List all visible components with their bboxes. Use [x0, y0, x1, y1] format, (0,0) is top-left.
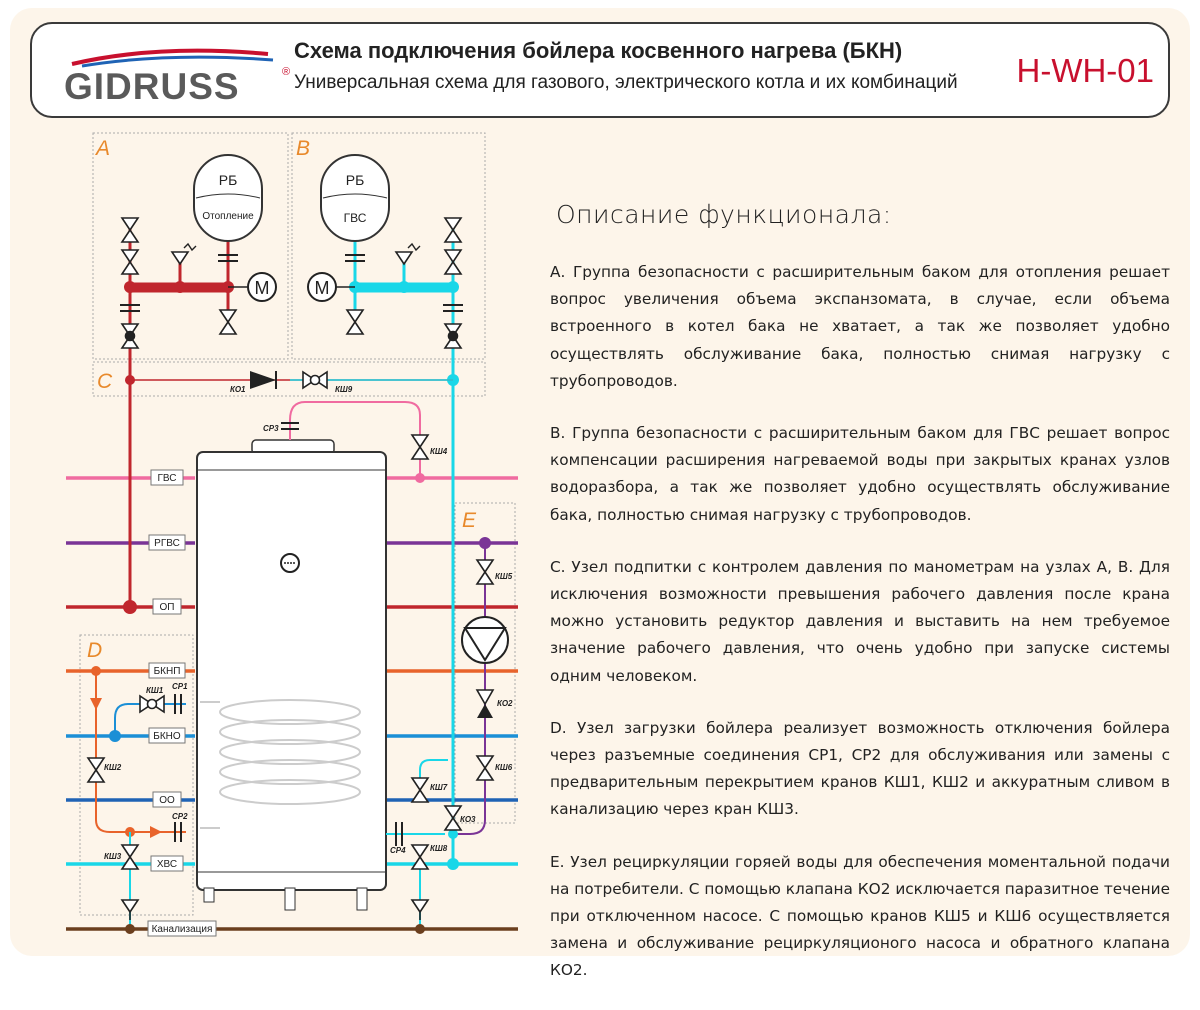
- label-ksh5: КШ5: [495, 572, 513, 581]
- scheme-code: H-WH-01: [1016, 52, 1155, 89]
- label-bknp: БКНП: [154, 666, 181, 677]
- description-paragraph-e: E. Узел рециркуляции горяей воды для обе…: [550, 852, 1170, 980]
- zone-e-group: [453, 537, 509, 835]
- boiler-thermometer-icon: [280, 553, 300, 573]
- valve-ksh2-icon[interactable]: [87, 757, 105, 783]
- label-sr2: СР2: [172, 812, 188, 821]
- label-sr1: СР1: [172, 682, 188, 691]
- logo-registered-mark: ®: [282, 66, 291, 78]
- svg-text:M: M: [255, 278, 270, 298]
- logo: GIDRUSS ®: [64, 48, 290, 107]
- zone-right-bottom: [386, 759, 462, 934]
- label-sewer: Канализация: [152, 924, 213, 935]
- zone-c-label: C: [97, 370, 113, 393]
- label-ksh2: КШ2: [104, 763, 122, 772]
- label-ksh1: КШ1: [146, 686, 164, 695]
- label-ksh6: КШ6: [495, 763, 513, 772]
- boiler-tank: [196, 439, 387, 911]
- zone-b-frame: [291, 132, 486, 360]
- zone-d-label: D: [87, 639, 102, 662]
- description-paragraph-b: В. Группа безопасности с расширительным …: [550, 424, 1170, 524]
- circulation-pump-icon: [461, 616, 509, 664]
- logo-swoosh-icon: [71, 48, 274, 68]
- page-title: Схема подключения бойлера косвенного наг…: [294, 38, 903, 63]
- safety-valve-b-icon: [394, 242, 421, 266]
- zone-b-label: B: [296, 137, 310, 160]
- svg-text:ГВС: ГВС: [344, 211, 367, 225]
- zone-d-group: [87, 666, 186, 934]
- page-subtitle: Универсальная схема для газового, электр…: [294, 72, 958, 93]
- label-ko2: КО2: [497, 699, 513, 708]
- zone-a-group: РБ Отопление M: [120, 154, 277, 614]
- header-panel: GIDRUSS ® Схема подключения бойлера косв…: [30, 22, 1170, 118]
- label-sr3: СР3: [263, 424, 279, 433]
- svg-text:M: M: [315, 278, 330, 298]
- zone-e-label: E: [462, 509, 477, 532]
- check-valve-ko3-icon: [444, 805, 462, 831]
- label-bkno: БКНО: [153, 731, 181, 742]
- label-ksh7: КШ7: [430, 783, 448, 792]
- expansion-tank-b: РБ ГВС: [320, 154, 390, 242]
- pipe-gvs-loop: [289, 401, 421, 478]
- pressure-gauge-a-icon: M: [228, 272, 277, 302]
- label-ksh3: КШ3: [104, 852, 122, 861]
- label-rgvs: РГВС: [154, 538, 180, 549]
- expansion-tank-a: РБ Отопление: [193, 154, 263, 242]
- label-gvs: ГВС: [158, 473, 177, 484]
- check-valve-ko2-icon: [475, 689, 495, 718]
- valve-ksh9-icon[interactable]: [302, 371, 328, 389]
- valve-ksh7-icon[interactable]: [411, 777, 429, 803]
- valve-ksh3-icon[interactable]: [121, 844, 139, 870]
- valve-ksh1-icon[interactable]: [139, 695, 165, 713]
- safety-valve-a-icon: [170, 242, 197, 266]
- label-op: ОП: [160, 602, 175, 613]
- zone-b-group: РБ ГВС M: [307, 154, 463, 864]
- description-title: Описание функционала:: [556, 200, 892, 229]
- drain-left-icon: [121, 899, 139, 921]
- label-sr4: СР4: [390, 846, 406, 855]
- zone-d-frame: [79, 634, 194, 916]
- description-panel: Описание функционала: А. Группа безопасн…: [550, 200, 1170, 1010]
- description-paragraph-d: D. Узел загрузки бойлера реализует возмо…: [550, 718, 1170, 819]
- label-ko1: КО1: [230, 385, 246, 394]
- valve-ksh6-icon[interactable]: [476, 755, 494, 781]
- zone-c-frame: [92, 361, 486, 397]
- check-valve-ko1-icon: [250, 371, 277, 389]
- zone-c-group: [130, 371, 453, 389]
- logo-text: GIDRUSS: [64, 66, 240, 107]
- label-oo: ОО: [159, 795, 175, 806]
- junction-gvs: [415, 473, 425, 483]
- label-ksh4: КШ4: [430, 447, 448, 456]
- connection-diagram: A B C D E ГВС РГВС ОП БКНП БКНО ОО: [66, 132, 518, 937]
- drain-right-icon: [411, 899, 429, 921]
- pressure-gauge-b-icon: M: [307, 272, 355, 302]
- label-hvs: ХВС: [157, 859, 177, 870]
- svg-text:РБ: РБ: [219, 172, 238, 188]
- label-ksh8: КШ8: [430, 844, 448, 853]
- valve-ksh4-icon[interactable]: [411, 434, 429, 460]
- zone-a-label: A: [94, 137, 110, 160]
- description-paragraph-a: А. Группа безопасности с расширительным …: [550, 263, 1170, 390]
- label-ko3: КО3: [460, 815, 476, 824]
- label-ksh9: КШ9: [335, 385, 353, 394]
- valve-ksh8-icon[interactable]: [411, 844, 429, 870]
- valve-ksh5-icon[interactable]: [476, 559, 494, 585]
- zone-a-frame: [92, 132, 289, 360]
- description-paragraph-c: С. Узел подпитки с контролем давления по…: [550, 557, 1170, 685]
- svg-text:РБ: РБ: [346, 172, 365, 188]
- svg-text:Отопление: Отопление: [202, 211, 254, 222]
